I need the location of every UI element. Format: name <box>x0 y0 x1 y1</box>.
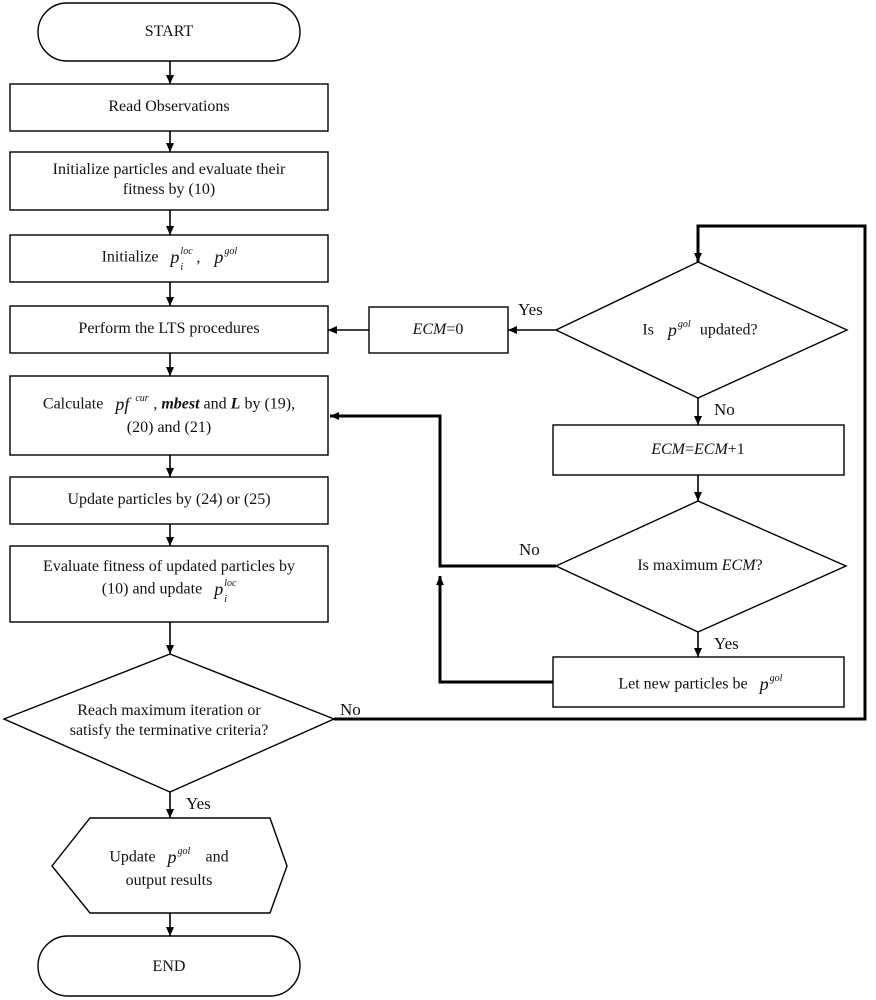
initialize-best-box <box>9 234 329 283</box>
update-particles-label: Update particles by (24) or (25) <box>67 491 271 508</box>
update-particles-box <box>9 476 329 525</box>
start-label: START <box>144 23 194 40</box>
read-observations-label: Read Observations <box>108 98 230 115</box>
ecm-reset-label: ECM=0 <box>412 321 464 338</box>
is-maximum-ecm-label: Is maximum ECM? <box>637 557 763 574</box>
end-terminal <box>37 935 301 997</box>
no-edge-label: No <box>519 540 540 559</box>
initialize-particles-box <box>9 151 329 211</box>
reach-maximum-label: Reach maximum iteration or satisfy the t… <box>69 702 269 739</box>
ecm-increment-label: ECM=ECM+1 <box>651 441 745 458</box>
lts-procedures-label: Perform the LTS procedures <box>78 320 260 337</box>
no-edge-label: No <box>340 700 361 719</box>
calculate-box <box>9 375 329 456</box>
start-terminal <box>37 2 301 62</box>
output-results-box <box>51 817 288 914</box>
yes-edge-label: Yes <box>186 794 211 813</box>
evaluate-fitness-box <box>9 545 329 623</box>
no-edge-label: No <box>714 400 735 419</box>
end-label: END <box>152 958 186 975</box>
yes-edge-label: Yes <box>518 300 543 319</box>
initialize-particles-label: Initialize particles and evaluate their … <box>52 161 286 198</box>
read-observations-box <box>9 83 329 132</box>
evaluate-fitness-label: Evaluate fitness of updated particles by… <box>43 558 295 605</box>
yes-edge-label: Yes <box>714 634 739 653</box>
